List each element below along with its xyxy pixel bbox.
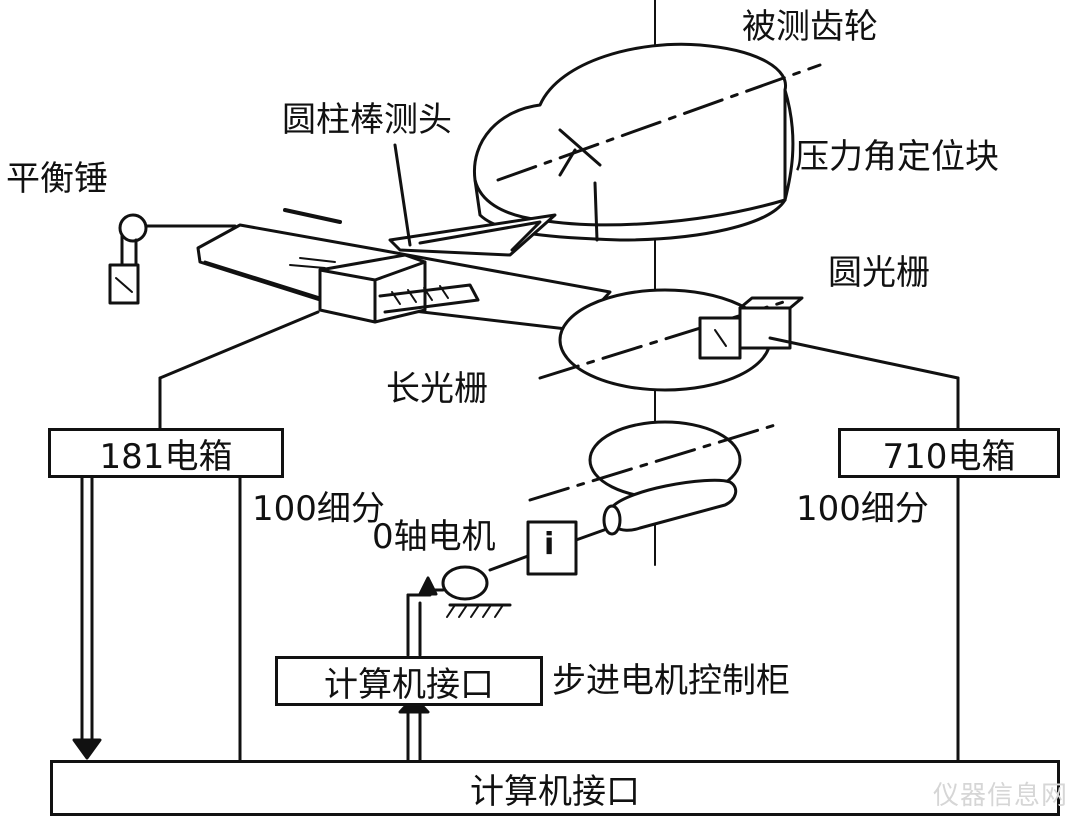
wire-right: [768, 336, 960, 380]
computer-interface-upper-label: 计算机接口: [324, 664, 494, 705]
box-710-label: 710电箱: [882, 436, 1016, 477]
label-measured-gear: 被测齿轮: [742, 7, 878, 47]
carriage-block-shape: [318, 253, 480, 324]
box-181: 181电箱: [48, 428, 284, 478]
computer-interface-bottom-label: 计算机接口: [470, 771, 640, 812]
label-long-grating: 长光栅: [386, 369, 488, 409]
watermark-logo: 仪器信息网: [932, 781, 1068, 811]
label-counterweight: 平衡锤: [6, 159, 108, 199]
label-subdivision-right: 100细分: [796, 489, 929, 529]
box-181-label: 181电箱: [99, 436, 233, 477]
label-cylinder-probe: 圆柱棒测头: [282, 100, 452, 140]
motor-disc-shape: [528, 420, 777, 536]
box-710: 710电箱: [838, 428, 1060, 478]
label-pressure-angle-block: 压力角定位块: [795, 137, 999, 177]
label-circular-grating: 圆光栅: [828, 253, 930, 293]
driver-box-shape: [526, 520, 578, 576]
circular-grating-shape: [538, 288, 804, 392]
driver-symbol: i: [544, 527, 555, 562]
measured-gear-shape: [472, 42, 822, 242]
label-theta-motor: 0轴电机: [372, 517, 496, 557]
cylinder-probe-shape: [388, 143, 557, 257]
computer-interface-upper: 计算机接口: [275, 656, 543, 706]
wire-left: [158, 310, 320, 380]
label-stepper-cabinet: 步进电机控制柜: [552, 661, 790, 701]
stepper-motor-shape: [406, 565, 512, 657]
counterweight-shape: [108, 213, 237, 305]
computer-interface-bottom: 计算机接口: [50, 760, 1060, 816]
label-subdivision-left: 100细分: [252, 489, 385, 529]
